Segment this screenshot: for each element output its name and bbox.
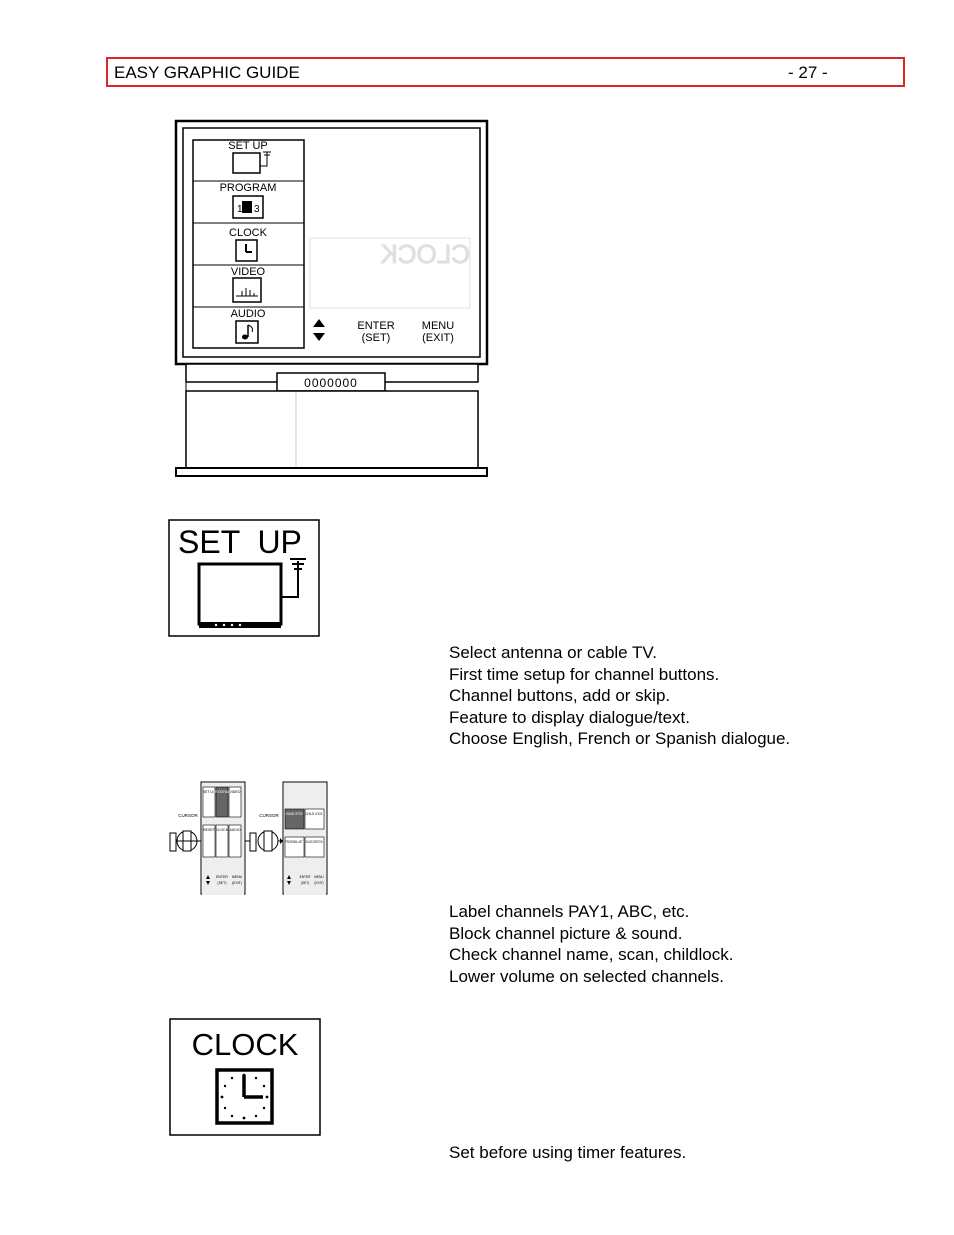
setup-line: Channel buttons, add or skip. <box>449 686 671 706</box>
grid1-audio: AUDIO <box>229 828 240 832</box>
page-header: EASY GRAPHIC GUIDE - 27 - <box>106 57 905 87</box>
panel-digits: 0000000 <box>304 376 358 390</box>
header-title: EASY GRAPHIC GUIDE <box>114 63 300 82</box>
setup-line: Feature to display dialogue/text. <box>449 707 690 727</box>
clock-icon-label: CLOCK <box>192 1027 299 1062</box>
svg-text:1: 1 <box>237 204 243 215</box>
clock-face-icon <box>215 1068 274 1125</box>
program-line: Label channels PAY1, ABC, etc. <box>449 902 690 921</box>
grid1-menu: MENU <box>232 875 243 879</box>
menu-item-clock: CLOCK <box>229 227 268 239</box>
grid2-program-list: PROGRAM LIST <box>286 840 303 844</box>
grid1-program: PROGRAM <box>213 790 231 794</box>
enter-sub-label: (SET) <box>362 332 391 344</box>
up-down-arrow-icon <box>313 319 325 341</box>
grid2-volume-correction: VOLUME CORRECTION <box>306 840 323 844</box>
program-line: Block channel picture & sound. <box>449 923 683 943</box>
program-description: Label channels PAY1, ABC, etc. Block cha… <box>449 901 733 987</box>
grid2-menu: MENU <box>314 875 324 879</box>
menu-item-setup: SET UP <box>228 140 268 152</box>
program-icon: 1 3 <box>232 195 264 219</box>
setup-line: Select antenna or cable TV. <box>449 643 657 662</box>
cursor-label-1: CURSOR <box>178 813 198 818</box>
clock-description: Set before using timer features. <box>449 1142 686 1164</box>
setup-icon-figure: SET UP <box>168 519 320 637</box>
setup-description: Select antenna or cable TV. First time s… <box>449 642 790 750</box>
page-number: - 27 - <box>788 63 828 82</box>
setup-line: Choose English, French or Spanish dialog… <box>449 729 791 749</box>
grid2-enter-sub: (SET) <box>301 881 309 885</box>
clock-icon-small <box>235 239 258 262</box>
menu-item-audio: AUDIO <box>231 308 266 320</box>
setup-icon-label: SET UP <box>178 524 302 560</box>
audio-icon <box>235 320 259 344</box>
grid2-menu-sub: (EXIT) <box>314 881 323 885</box>
program-line: Lower volume on selected channels. <box>449 966 724 986</box>
clock-line: Set before using timer features. <box>449 1143 687 1162</box>
grid2-enter: ENTER <box>300 875 312 879</box>
grid2-channel-option: CHANNEL OPTION <box>286 812 303 816</box>
grid1-video: VIDEO <box>230 790 241 794</box>
grid2-child-lock: CHILD LOCK <box>306 812 324 816</box>
svg-text:CLOCK: CLOCK <box>380 239 470 269</box>
setup-tv-icon <box>232 151 271 174</box>
grid1-reset: RESET <box>203 828 216 832</box>
program-navigation-diagram: CURSOR SET UP PROGRAM VIDEO RESET CLOCK … <box>169 781 328 895</box>
svg-text:3: 3 <box>254 204 260 215</box>
grid1-enter-sub: (SET) <box>217 881 226 885</box>
menu-item-video: VIDEO <box>231 266 266 278</box>
tv-menu-illustration: CLOCK SET UP PROGRAM CLOCK VIDEO AUDIO 1… <box>174 119 489 477</box>
enter-label: ENTER <box>357 320 394 332</box>
program-line: Check channel name, scan, childlock. <box>449 945 734 965</box>
menu-sub-label: (EXIT) <box>422 332 454 344</box>
clock-icon-figure: CLOCK <box>169 1018 321 1136</box>
grid1-enter: ENTER <box>216 875 228 879</box>
menu-label: MENU <box>422 320 454 332</box>
setup-line: First time setup for channel buttons. <box>449 664 720 684</box>
grid1-menu-sub: (EXIT) <box>232 881 242 885</box>
grid1-setup: SET UP <box>203 790 216 794</box>
grid1-clock: CLOCK <box>216 828 229 832</box>
video-icon <box>232 277 262 303</box>
menu-item-program: PROGRAM <box>220 182 277 194</box>
cursor-label-2: CURSOR <box>259 813 279 818</box>
